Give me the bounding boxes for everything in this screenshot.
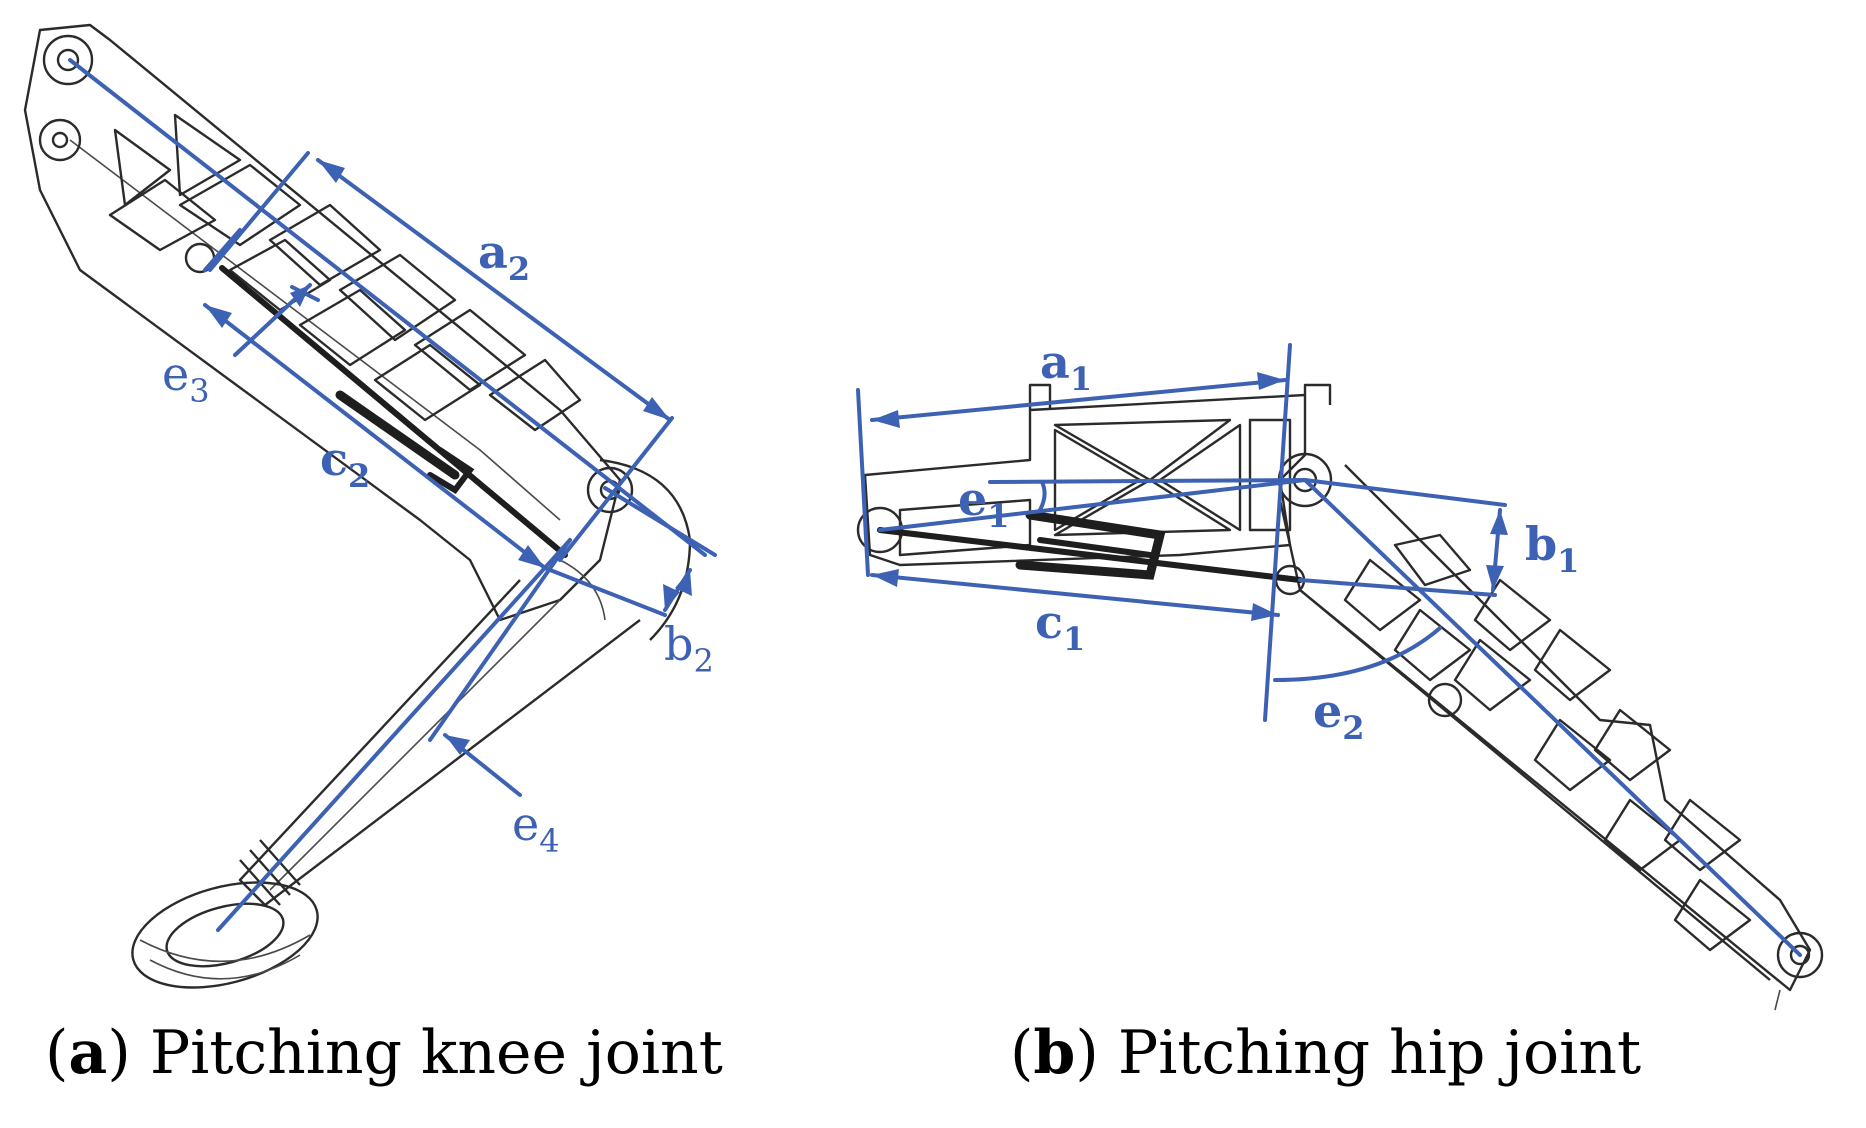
- panel-a-drawing: [23, 23, 692, 989]
- panel-b-annotations: a1 c1 b1 e1 e2: [856, 335, 1802, 957]
- rear-extension-line: [856, 388, 870, 577]
- panel-b-drawing: [856, 383, 1824, 1011]
- label-e1: e1: [958, 472, 1010, 535]
- thigh-link-inner-edge: [69, 139, 561, 521]
- shank-link-inner: [269, 599, 561, 891]
- b1-arrowhead-top: [1490, 510, 1508, 535]
- caption-panel-b: (b) Pitching hip joint: [1010, 1018, 1642, 1088]
- e1-line-body-top: [988, 478, 1307, 484]
- label-b1: b1: [1525, 517, 1579, 580]
- leg-link-lower-edge: [1299, 589, 1771, 981]
- e2-angle-arc: [1273, 626, 1442, 682]
- a2-reference-line: [68, 58, 707, 557]
- leg-link-outline: [1278, 464, 1812, 992]
- caption-a-text: Pitching knee joint: [149, 1018, 723, 1088]
- c1-dimension-line: [870, 573, 1280, 617]
- knee-housing: [599, 458, 692, 641]
- a1-dimension-line: [870, 378, 1287, 422]
- c2-dimension-line: [203, 303, 547, 570]
- a2-extension-2: [558, 416, 674, 562]
- label-a1: a1: [1040, 335, 1092, 398]
- e4-arrowhead: [445, 735, 470, 755]
- label-a2: a2: [478, 225, 530, 288]
- c2-extension-1: [203, 228, 242, 272]
- caption-b-letter: b: [1033, 1018, 1076, 1088]
- foot-tread: [139, 934, 311, 980]
- shank-link-outline: [238, 579, 641, 907]
- label-c2: c2: [320, 432, 370, 495]
- label-e4: e4: [512, 797, 560, 860]
- foot-outer: [131, 881, 319, 989]
- foot-end-tail: [1774, 989, 1781, 1011]
- hip-body-tabs: [1028, 383, 1332, 410]
- e1-line-rear-to-hip: [878, 478, 1307, 532]
- e1-angle-arc: [1038, 480, 1047, 512]
- foot-end-hole: [1776, 931, 1824, 979]
- a2-extension-1: [208, 151, 310, 272]
- label-c1: c1: [1035, 595, 1085, 658]
- e3-arrowhead: [290, 285, 310, 307]
- foot-inner: [165, 902, 285, 968]
- hip-cylinder-rod: [877, 527, 1303, 583]
- knee-cylinder-body: [335, 390, 460, 480]
- thigh-link-outline: [23, 23, 622, 622]
- a2-arrowhead-start: [318, 160, 345, 183]
- c2-arrowhead-start: [205, 305, 232, 328]
- c2-arrowhead-end: [518, 545, 545, 568]
- b1-arrowhead-bottom: [1486, 565, 1504, 590]
- label-e3: e3: [162, 347, 210, 410]
- b2-extension-2: [543, 566, 667, 617]
- knee-cylinder-cap: [427, 447, 475, 494]
- caption-b-text: Pitching hip joint: [1117, 1018, 1642, 1088]
- caption-a-letter: a: [68, 1018, 108, 1088]
- leg-reference-line: [1303, 478, 1802, 957]
- thigh-lattice: [108, 113, 582, 432]
- leg-mid-hole: [1427, 682, 1463, 718]
- b1-extension-top: [1303, 478, 1507, 507]
- leg-link-lattice: [1343, 533, 1752, 952]
- knee-pivot-hole: [586, 466, 634, 514]
- a2-arrowhead-end: [643, 397, 670, 420]
- aux-hole-top: [38, 118, 82, 162]
- a2-dimension-line: [316, 158, 672, 422]
- e4-reference-line-2: [428, 538, 572, 742]
- b2-arrowhead-top: [675, 570, 692, 596]
- b2-extension: [603, 486, 717, 557]
- hip-pivot-hole: [42, 34, 94, 86]
- c1-arrowhead-start: [872, 569, 899, 587]
- hip-cylinder-piston: [1037, 537, 1153, 558]
- e4-reference-line-1: [216, 538, 572, 932]
- aux-hole-top-inner: [51, 131, 69, 149]
- hip-pivot-hole-inner: [56, 48, 80, 72]
- b2-arrowhead-bottom: [663, 584, 680, 610]
- hip-extension-line: [1263, 343, 1292, 722]
- foot-end-hole-inner: [1789, 944, 1811, 966]
- label-e2: e2: [1313, 684, 1365, 747]
- label-b2: b2: [664, 617, 714, 680]
- panel-a-annotations: a2 c2 b2 e3 e4: [68, 58, 717, 932]
- caption-panel-a: (a) Pitching knee joint: [45, 1018, 723, 1088]
- hip-cylinder-body: [1015, 510, 1166, 580]
- c1-arrowhead-end: [1251, 603, 1278, 621]
- a1-arrowhead-end: [1257, 372, 1285, 390]
- a1-arrowhead-start: [872, 410, 900, 428]
- b1-extension-bottom: [1298, 578, 1497, 597]
